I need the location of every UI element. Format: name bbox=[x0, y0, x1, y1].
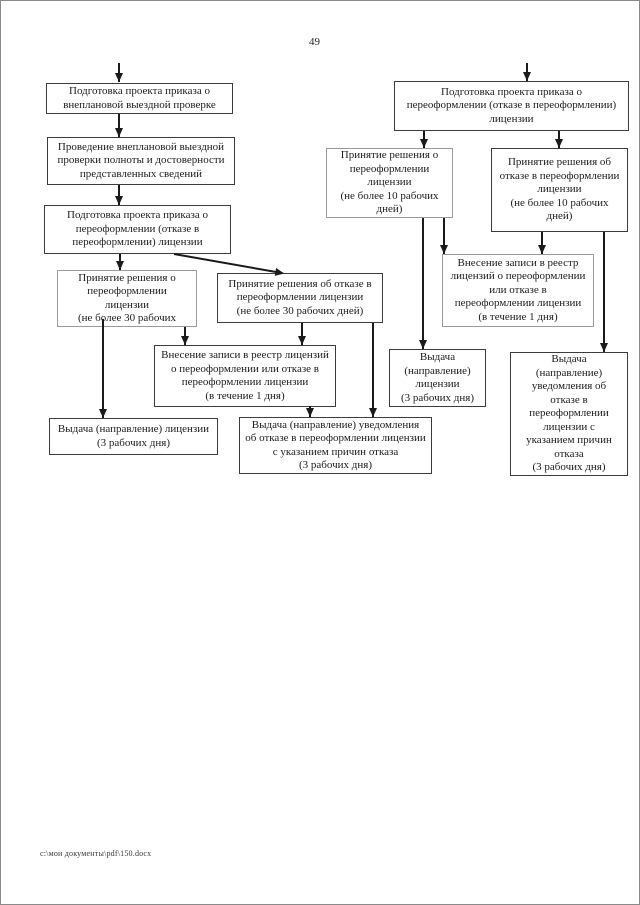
flow-node-prepare-unscheduled-inspection-order: Подготовка проекта приказа о внеплановой… bbox=[46, 83, 233, 114]
arrow-into-r1 bbox=[526, 63, 528, 81]
flow-node-decision-refuse-10-days: Принятие решения об отказе в переоформле… bbox=[491, 148, 628, 232]
arrow-l5-l6 bbox=[301, 323, 303, 345]
flow-node-decision-reissue-10-days: Принятие решения о переоформлении лиценз… bbox=[326, 148, 453, 218]
arrow-r2-r5 bbox=[422, 218, 424, 349]
file-path-footer: с:\мои документы\pdf\150.docx bbox=[40, 849, 152, 858]
flow-node-issue-refusal-notice-right: Выдача (направление) уведомления об отка… bbox=[510, 352, 628, 476]
arrow-l4-l6 bbox=[184, 327, 186, 345]
flow-node-register-entry-right: Внесение записи в реестр лицензий о пере… bbox=[442, 254, 594, 327]
arrow-into-l1 bbox=[118, 63, 120, 82]
arrow-l1-l2 bbox=[118, 114, 120, 137]
arrow-r2-r4 bbox=[443, 218, 445, 254]
arrow-r1-r2 bbox=[423, 131, 425, 148]
arrow-l2-l3 bbox=[118, 185, 120, 205]
arrow-l3-l4 bbox=[119, 254, 121, 270]
flow-node-issue-license-right: Выдача (направление) лицензии (3 рабочих… bbox=[389, 349, 486, 407]
arrow-r1-r3 bbox=[558, 131, 560, 148]
flow-node-conduct-unscheduled-inspection: Проведение внеплановой выездной проверки… bbox=[47, 137, 235, 185]
arrow-r3-r4 bbox=[541, 232, 543, 254]
flow-node-prepare-reissue-order-right: Подготовка проекта приказа о переоформле… bbox=[394, 81, 629, 131]
flow-node-issue-refusal-notice-left: Выдача (направление) уведомления об отка… bbox=[239, 417, 432, 474]
flow-node-register-entry-left: Внесение записи в реестр лицензий о пере… bbox=[154, 345, 336, 407]
arrow-l4-l7 bbox=[102, 319, 104, 418]
page-number: 49 bbox=[309, 36, 320, 48]
flow-node-prepare-reissue-order-left: Подготовка проекта приказа о переоформле… bbox=[44, 205, 231, 254]
flow-node-issue-license-left: Выдача (направление) лицензии (3 рабочих… bbox=[49, 418, 218, 455]
flow-node-decision-reissue-30-days: Принятие решения о переоформлении лиценз… bbox=[57, 270, 197, 327]
arrow-l6-l8 bbox=[309, 406, 311, 417]
arrow-l5-l8 bbox=[372, 323, 374, 417]
arrow-r3-r6 bbox=[603, 232, 605, 352]
flow-node-decision-refuse-30-days: Принятие решения об отказе в переоформле… bbox=[217, 273, 383, 323]
